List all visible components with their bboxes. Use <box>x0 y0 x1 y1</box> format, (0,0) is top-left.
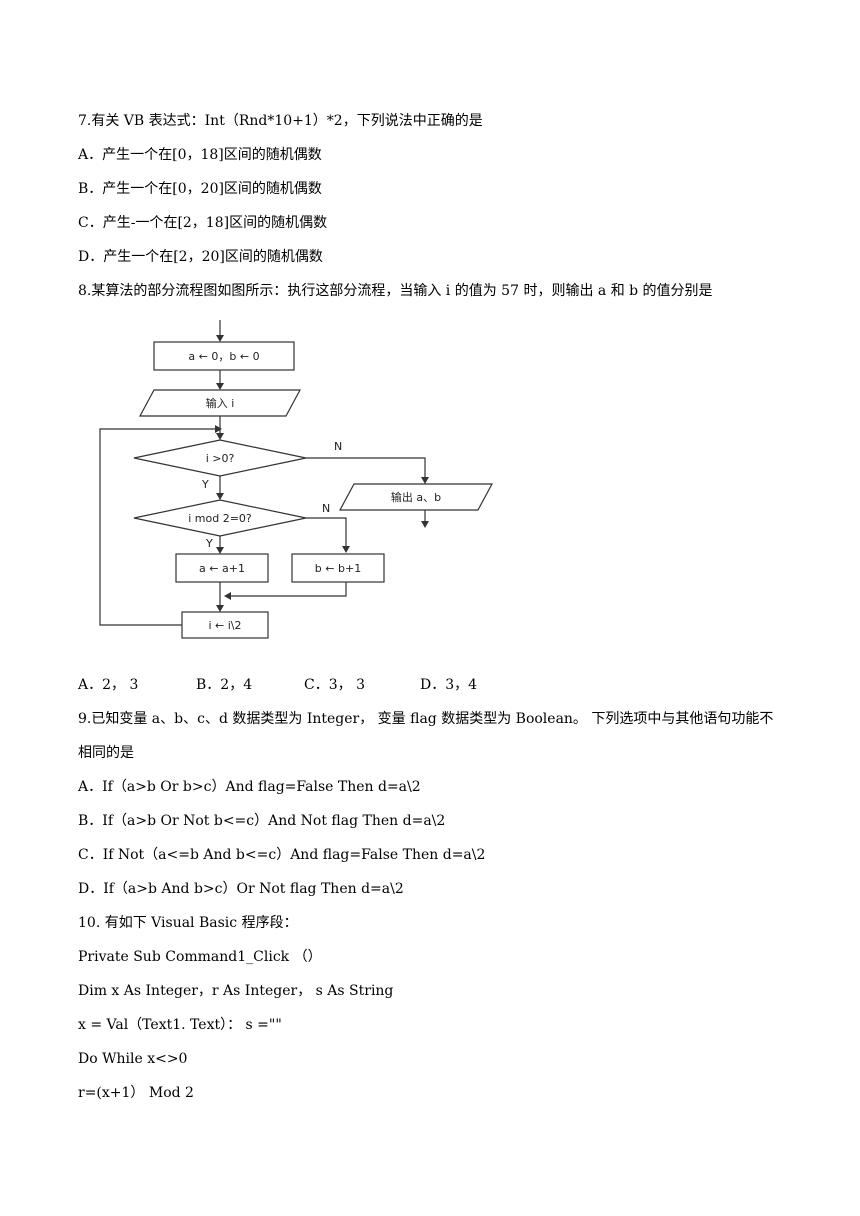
fc-input-label: 输入 i <box>206 396 235 410</box>
fc-cond2-no-label: N <box>322 502 330 515</box>
q10-code-line-1: Private Sub Command1_Click （） <box>78 949 322 965</box>
arrowhead-init-input <box>216 383 224 390</box>
q10-code-line-2: Dim x As Integer，r As Integer， s As Stri… <box>78 983 394 999</box>
fc-input-box <box>138 389 302 417</box>
q8-flowchart: a ← 0，b ← 0 输入 i i >0? N 输出 a、b Y i mod … <box>99 320 494 639</box>
fc-output-label: 输出 a、b <box>391 490 441 504</box>
fc-output-box <box>338 483 494 511</box>
q9-option-a: A．If（a>b Or b>c）And flag=False Then d=a\… <box>78 779 421 795</box>
fc-init-label: a ← 0，b ← 0 <box>188 350 259 363</box>
q10-stem: 10. 有如下 Visual Basic 程序段： <box>78 915 298 931</box>
fc-cond1-no-label: N <box>334 440 342 453</box>
arrowhead-cond2-no <box>342 546 350 553</box>
q8-option-b: B．2，4 <box>196 677 253 693</box>
fc-proc-a-box <box>175 553 269 583</box>
arrowhead-cond1-yes <box>216 493 224 500</box>
q8-stem: 8.某算法的部分流程图如图所示：执行这部分流程，当输入 i 的值为 57 时，则… <box>78 283 713 299</box>
arrowhead-b-merge <box>224 592 231 600</box>
arrowhead-cond1-no <box>421 477 429 484</box>
q7-stem: 7.有关 VB 表达式：Int（Rnd*10+1）*2，下列说法中正确的是 <box>78 113 483 129</box>
arrowhead-loop-back <box>215 425 222 433</box>
edge-cond1-no <box>306 457 426 478</box>
arrowhead-cond2-yes <box>216 547 224 554</box>
q9-option-d: D．If（a>b And b>c）Or Not flag Then d=a\2 <box>78 881 404 897</box>
q9-stem-line2: 相同的是 <box>78 745 134 761</box>
q10-code-line-5: r=(x+1） Mod 2 <box>78 1085 194 1101</box>
fc-cond2-yes-label: Y <box>205 537 213 550</box>
q7-option-c: C．产生-一个在[2，18]区间的随机偶数 <box>78 215 328 231</box>
arrowhead-a-to-i <box>216 605 224 612</box>
q9-stem-line1: 9.已知变量 a、b、c、d 数据类型为 Integer， 变量 flag 数据… <box>78 711 774 727</box>
fc-proc-i-label: i ← i\2 <box>208 619 241 632</box>
q8-option-c: C．3， 3 <box>304 677 365 693</box>
q9-option-c: C．If Not（a<=b And b<=c）And flag=False Th… <box>78 847 486 863</box>
q7-option-b: B．产生一个在[0，20]区间的随机偶数 <box>78 181 322 197</box>
fc-init-box <box>153 341 295 371</box>
edge-loop-back <box>99 428 216 626</box>
q8-option-d: D．3，4 <box>420 677 478 693</box>
q10-code-line-3: x = Val（Text1. Text）： s ="" <box>78 1017 282 1033</box>
q7-option-d: D．产生一个在[2，20]区间的随机偶数 <box>78 249 323 265</box>
edge-cond2-no <box>306 517 347 547</box>
fc-proc-b-label: b ← b+1 <box>315 562 361 575</box>
q7-option-a: A．产生一个在[0，18]区间的随机偶数 <box>78 147 322 163</box>
arrowhead-output-exit <box>421 521 429 528</box>
fc-cond1-label: i >0? <box>206 452 235 465</box>
fc-proc-a-label: a ← a+1 <box>199 562 245 575</box>
fc-cond1-yes-label: Y <box>201 478 209 491</box>
q9-option-b: B．If（a>b Or Not b<=c）And Not flag Then d… <box>78 813 446 829</box>
edge-b-merge <box>230 582 347 597</box>
arrowhead-input-cond1 <box>216 433 224 440</box>
q8-option-a: A．2， 3 <box>78 677 139 693</box>
q10-code-line-4: Do While x<>0 <box>78 1051 188 1067</box>
fc-cond2-label: i mod 2=0? <box>188 512 252 525</box>
fc-proc-b-box <box>291 553 385 583</box>
fc-proc-i-box <box>181 611 269 639</box>
arrowhead-entry <box>216 335 224 342</box>
